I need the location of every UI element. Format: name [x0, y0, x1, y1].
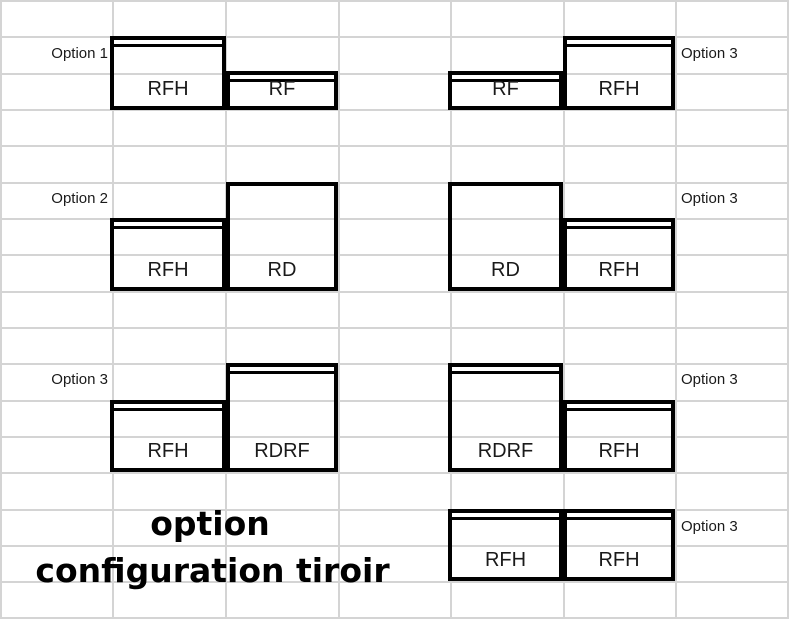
drawer-label: RF [268, 78, 296, 100]
grid-col-line-6 [675, 0, 677, 619]
drawer-box-rdrf[interactable]: RDRF [448, 363, 563, 472]
grid-row-line-13 [0, 472, 789, 474]
drawer-box-rfh[interactable]: RFH [110, 218, 226, 291]
drawer-box-rfh[interactable]: RFH [563, 218, 675, 291]
drawer-label: RFH [598, 259, 640, 281]
drawer-front-line [114, 408, 222, 411]
option-caption-1: Option 3 [681, 45, 738, 62]
drawer-front-line [452, 79, 559, 82]
drawer-label: RFH [147, 440, 189, 462]
drawer-label: RFH [598, 78, 640, 100]
grid-row-line-4 [0, 145, 789, 147]
drawer-box-rf[interactable]: RF [226, 71, 338, 110]
option-caption-2: Option 2 [51, 190, 108, 207]
drawer-box-rfh[interactable]: RFH [110, 36, 226, 110]
drawer-box-rf[interactable]: RF [448, 71, 563, 110]
drawer-front-line [567, 44, 671, 47]
drawer-front-line [114, 226, 222, 229]
drawer-front-line [452, 517, 559, 520]
drawer-front-line [452, 371, 559, 374]
drawer-front-line [230, 79, 334, 82]
drawer-box-rfh[interactable]: RFH [563, 36, 675, 110]
drawer-label: RFH [147, 78, 189, 100]
drawer-box-rd[interactable]: RD [448, 182, 563, 291]
drawer-label: RFH [147, 259, 189, 281]
drawer-box-rfh[interactable]: RFH [110, 400, 226, 472]
drawer-box-rfh[interactable]: RFH [563, 509, 675, 581]
drawer-label: RD [491, 259, 520, 281]
drawer-label: RDRF [477, 440, 534, 462]
option-caption-0: Option 1 [51, 45, 108, 62]
drawer-label: RFH [598, 440, 640, 462]
grid-row-line-5 [0, 182, 789, 184]
drawer-front-line [567, 408, 671, 411]
grid-row-line-9 [0, 327, 789, 329]
grid-row-line-8 [0, 291, 789, 293]
drawer-front-line [114, 44, 222, 47]
option-caption-6: Option 3 [681, 518, 738, 535]
drawer-label: RF [492, 78, 519, 100]
drawer-label: RDRF [254, 440, 310, 462]
drawer-front-line [567, 226, 671, 229]
drawer-label: RFH [484, 549, 527, 571]
option-caption-5: Option 3 [681, 371, 738, 388]
drawer-front-line [567, 517, 671, 520]
drawer-label: RFH [598, 549, 640, 571]
title-line-1: option [150, 504, 270, 543]
drawer-box-rd[interactable]: RD [226, 182, 338, 291]
option-caption-4: Option 3 [51, 371, 108, 388]
grid-row-line-10 [0, 363, 789, 365]
option-caption-3: Option 3 [681, 190, 738, 207]
drawer-box-rdrf[interactable]: RDRF [226, 363, 338, 472]
drawer-label: RD [267, 259, 297, 281]
drawer-box-rfh[interactable]: RFH [563, 400, 675, 472]
grid-row-line-0 [0, 0, 789, 2]
title-line-2: configuration tiroir [35, 551, 390, 590]
drawer-front-line [230, 371, 334, 374]
drawer-box-rfh[interactable]: RFH [448, 509, 563, 581]
